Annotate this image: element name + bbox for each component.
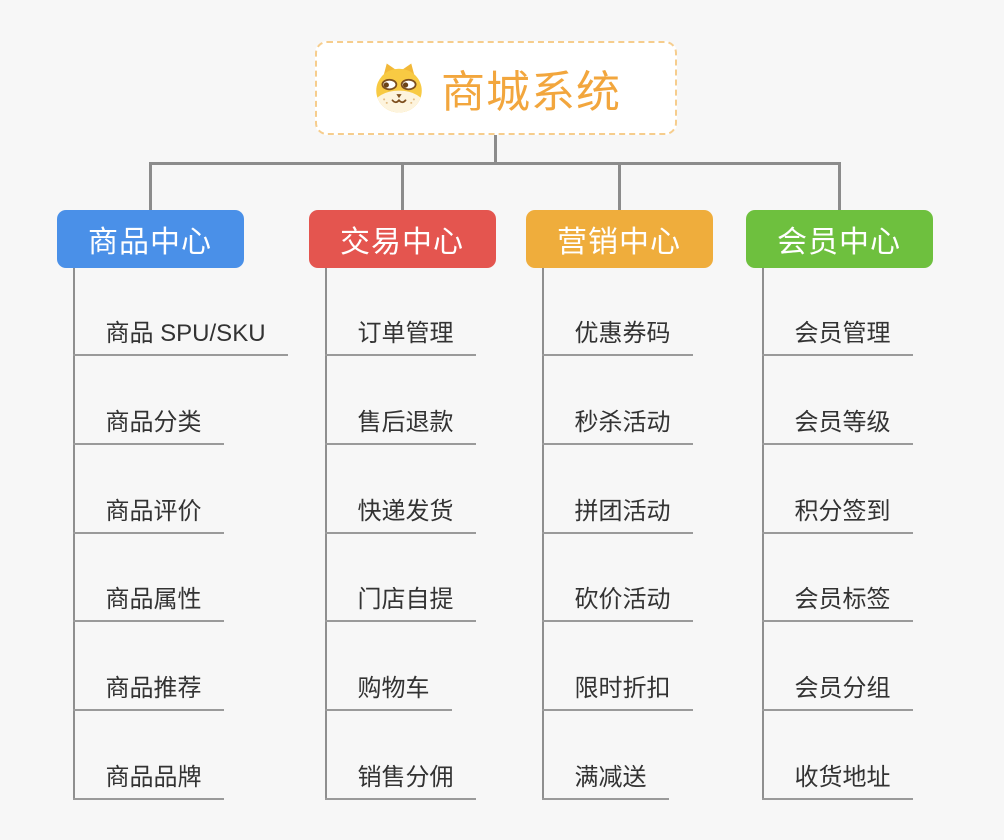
- leaf-node[interactable]: 会员标签: [761, 580, 913, 623]
- leaf-node[interactable]: 砍价活动: [541, 580, 693, 623]
- branch-node-1[interactable]: 商品中心: [56, 210, 244, 268]
- leaf-label: 商品品牌: [105, 764, 202, 791]
- leaf-node[interactable]: 商品属性: [72, 580, 224, 623]
- leaf-node[interactable]: 快递发货: [324, 492, 476, 534]
- leaf-label: 会员标签: [794, 586, 891, 614]
- leaf-label: 商品推荐: [105, 675, 202, 703]
- leaf-label: 砍价活动: [574, 586, 671, 614]
- leaf-label: 售后退款: [357, 408, 454, 436]
- leaf-node[interactable]: 商品评价: [72, 492, 224, 534]
- branch-node-4[interactable]: 会员中心: [745, 210, 933, 268]
- leaf-node[interactable]: 商品品牌: [72, 758, 224, 800]
- leaf-node[interactable]: 门店自提: [324, 580, 476, 623]
- leaf-label: 会员等级: [794, 408, 891, 436]
- branch-drop-line: [837, 162, 841, 210]
- leaf-label: 销售分佣: [357, 764, 454, 791]
- leaf-node[interactable]: 满减送: [541, 758, 669, 800]
- column-line: [541, 268, 544, 800]
- leaf-node[interactable]: 商品分类: [72, 403, 224, 445]
- root-title: 商城系统: [441, 68, 621, 117]
- leaf-node[interactable]: 销售分佣: [324, 758, 476, 800]
- leaf-label: 商品属性: [105, 586, 202, 614]
- leaf-label: 购物车: [357, 675, 430, 703]
- leaf-label: 会员分组: [794, 675, 891, 703]
- leaf-label: 门店自提: [357, 586, 454, 614]
- branch-title: 会员中心: [777, 226, 901, 259]
- branch-title: 交易中心: [340, 226, 464, 259]
- leaf-label: 限时折扣: [574, 675, 671, 703]
- column-line: [761, 268, 764, 800]
- branch-node-3[interactable]: 营销中心: [525, 210, 713, 268]
- leaf-node[interactable]: 购物车: [324, 669, 452, 712]
- column-line: [72, 268, 75, 800]
- branch-title: 营销中心: [557, 226, 681, 259]
- branch-node-2[interactable]: 交易中心: [308, 210, 496, 268]
- leaf-node[interactable]: 商品 SPU/SKU: [72, 314, 288, 356]
- leaf-label: 商品 SPU/SKU: [105, 320, 266, 347]
- leaf-label: 快递发货: [357, 497, 454, 525]
- leaf-label: 收货地址: [794, 764, 891, 791]
- leaf-label: 优惠券码: [574, 320, 671, 347]
- leaf-node[interactable]: 优惠券码: [541, 314, 693, 356]
- root-stem-line: [493, 135, 497, 164]
- leaf-node[interactable]: 会员等级: [761, 403, 913, 445]
- leaf-node[interactable]: 拼团活动: [541, 492, 693, 534]
- trunk-line: [148, 162, 841, 165]
- leaf-label: 积分签到: [794, 497, 891, 525]
- leaf-label: 秒杀活动: [574, 408, 671, 436]
- leaf-node[interactable]: 积分签到: [761, 492, 913, 534]
- leaf-node[interactable]: 会员管理: [761, 314, 913, 356]
- root-node[interactable]: 商城系统: [315, 41, 677, 135]
- leaf-node[interactable]: 售后退款: [324, 403, 476, 445]
- branch-drop-line: [400, 162, 404, 210]
- leaf-node[interactable]: 商品推荐: [72, 669, 224, 712]
- branch-title: 商品中心: [88, 226, 212, 259]
- branch-drop-line: [617, 162, 621, 210]
- leaf-label: 满减送: [574, 764, 647, 791]
- column-line: [324, 268, 327, 800]
- leaf-label: 商品评价: [105, 497, 202, 525]
- leaf-node[interactable]: 订单管理: [324, 314, 476, 356]
- dog-face-icon: [376, 63, 422, 113]
- leaf-label: 会员管理: [794, 320, 891, 347]
- leaf-node[interactable]: 秒杀活动: [541, 403, 693, 445]
- leaf-node[interactable]: 会员分组: [761, 669, 913, 712]
- branch-drop-line: [148, 162, 152, 210]
- leaf-label: 商品分类: [105, 408, 202, 436]
- leaf-label: 拼团活动: [574, 497, 671, 525]
- leaf-node[interactable]: 收货地址: [761, 758, 913, 800]
- leaf-label: 订单管理: [357, 320, 454, 347]
- leaf-node[interactable]: 限时折扣: [541, 669, 693, 712]
